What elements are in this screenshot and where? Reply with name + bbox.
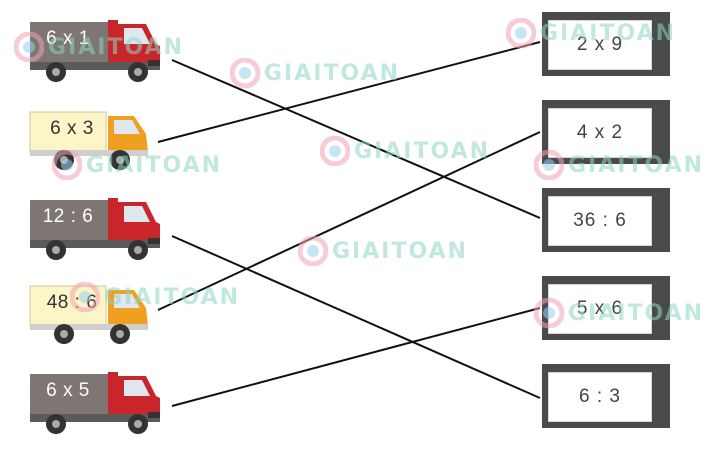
giaitoan-logo-icon (506, 18, 536, 48)
answer-card-face: 4 x 2 (548, 108, 652, 158)
giaitoan-logo-icon (534, 298, 564, 328)
watermark: GIAITOAN (298, 236, 468, 266)
watermark: GIAITOAN (230, 58, 400, 88)
connection-line-1 (171, 59, 541, 219)
watermark-text: GIAITOAN (48, 34, 185, 60)
answer-card-1[interactable]: 2 x 9 (542, 12, 670, 76)
giaitoan-logo-icon (320, 136, 350, 166)
answer-card-3[interactable]: 36 : 6 (542, 188, 670, 252)
truck-5[interactable]: 6 x 5 (28, 370, 168, 440)
connection-line-2 (157, 41, 541, 143)
truck-label: 6 x 1 (46, 28, 90, 49)
red-truck-icon (30, 198, 160, 260)
watermark: GIAITOAN (320, 136, 490, 166)
watermark: GIAITOAN (52, 150, 222, 180)
answer-card-face: 36 : 6 (548, 196, 652, 246)
truck-label: 12 : 6 (42, 206, 94, 227)
answer-card-face: 6 : 3 (548, 372, 652, 422)
answer-card-label: 5 x 6 (576, 298, 624, 319)
watermark: GIAITOAN (534, 150, 704, 180)
red-truck-icon (30, 372, 160, 434)
watermark: GIAITOAN (506, 18, 676, 48)
truck-label: 6 x 3 (50, 118, 94, 139)
watermark: GIAITOAN (534, 298, 704, 328)
answer-card-face: 2 x 9 (548, 20, 652, 70)
answer-card-5[interactable]: 6 : 3 (542, 364, 670, 428)
watermark-text: GIAITOAN (264, 60, 401, 86)
answer-card-2[interactable]: 4 x 2 (542, 100, 670, 164)
watermark-text: GIAITOAN (568, 152, 705, 178)
answer-card-label: 6 : 3 (579, 386, 621, 407)
connection-line-4 (157, 131, 541, 311)
truck-3[interactable]: 12 : 6 (28, 196, 168, 266)
giaitoan-logo-icon (70, 282, 100, 312)
truck-label: 6 x 5 (46, 380, 90, 401)
giaitoan-logo-icon (298, 236, 328, 266)
answer-card-label: 36 : 6 (573, 210, 627, 231)
watermark: GIAITOAN (14, 32, 184, 62)
giaitoan-logo-icon (14, 32, 44, 62)
watermark-text: GIAITOAN (332, 238, 469, 264)
answer-card-label: 4 x 2 (576, 122, 624, 143)
giaitoan-logo-icon (230, 58, 260, 88)
watermark-text: GIAITOAN (540, 20, 677, 46)
connection-line-5 (171, 307, 541, 407)
watermark-text: GIAITOAN (86, 152, 223, 178)
watermark-text: GIAITOAN (568, 300, 705, 326)
watermark-text: GIAITOAN (354, 138, 491, 164)
giaitoan-logo-icon (52, 150, 82, 180)
answer-card-4[interactable]: 5 x 6 (542, 276, 670, 340)
watermark-text: GIAITOAN (104, 284, 241, 310)
connection-line-3 (171, 235, 541, 399)
answer-card-face: 5 x 6 (548, 284, 652, 334)
watermark: GIAITOAN (70, 282, 240, 312)
answer-card-label: 2 x 9 (576, 34, 624, 55)
giaitoan-logo-icon (534, 150, 564, 180)
